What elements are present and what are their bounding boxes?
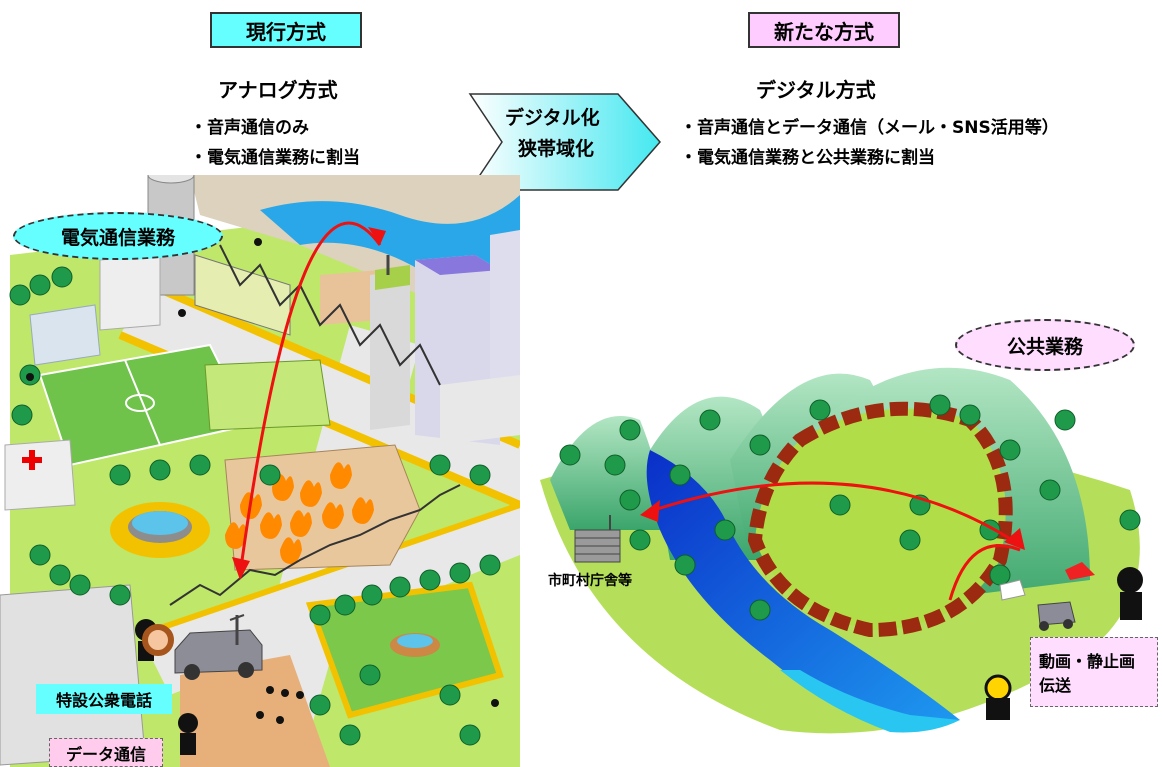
video-tag-line1: 動画・静止画	[1039, 652, 1136, 671]
special-public-phone-tag: 特設公衆電話	[36, 684, 172, 714]
right-bullet-allocation: ・電気通信業務と公共業務に割当	[680, 148, 935, 168]
analog-method-title: アナログ方式	[218, 78, 338, 102]
arrow-label-digitalization: デジタル化	[505, 107, 600, 129]
mountain-river-illustration	[540, 367, 1143, 734]
data-communication-tag: データ通信	[49, 738, 163, 767]
digital-method-title: デジタル方式	[756, 78, 876, 102]
left-bullet-allocation: ・電気通信業務に割当	[190, 148, 360, 168]
arrow-label-narrowband: 狭帯域化	[518, 138, 595, 160]
telecom-service-oval: 電気通信業務	[13, 212, 223, 260]
public-service-oval: 公共業務	[955, 319, 1135, 371]
right-bullet-voice-data: ・音声通信とデータ通信（メール・SNS活用等）	[680, 118, 1059, 138]
left-bullet-voice: ・音声通信のみ	[190, 118, 309, 138]
video-image-transmission-tag: 動画・静止画 伝送	[1030, 637, 1158, 707]
current-method-header: 現行方式	[210, 12, 362, 48]
new-method-header: 新たな方式	[748, 12, 900, 48]
digitalization-arrow	[468, 93, 661, 191]
city-illustration	[0, 175, 520, 767]
video-tag-line2: 伝送	[1039, 676, 1072, 695]
municipal-office-label: 市町村庁舎等	[548, 573, 632, 589]
